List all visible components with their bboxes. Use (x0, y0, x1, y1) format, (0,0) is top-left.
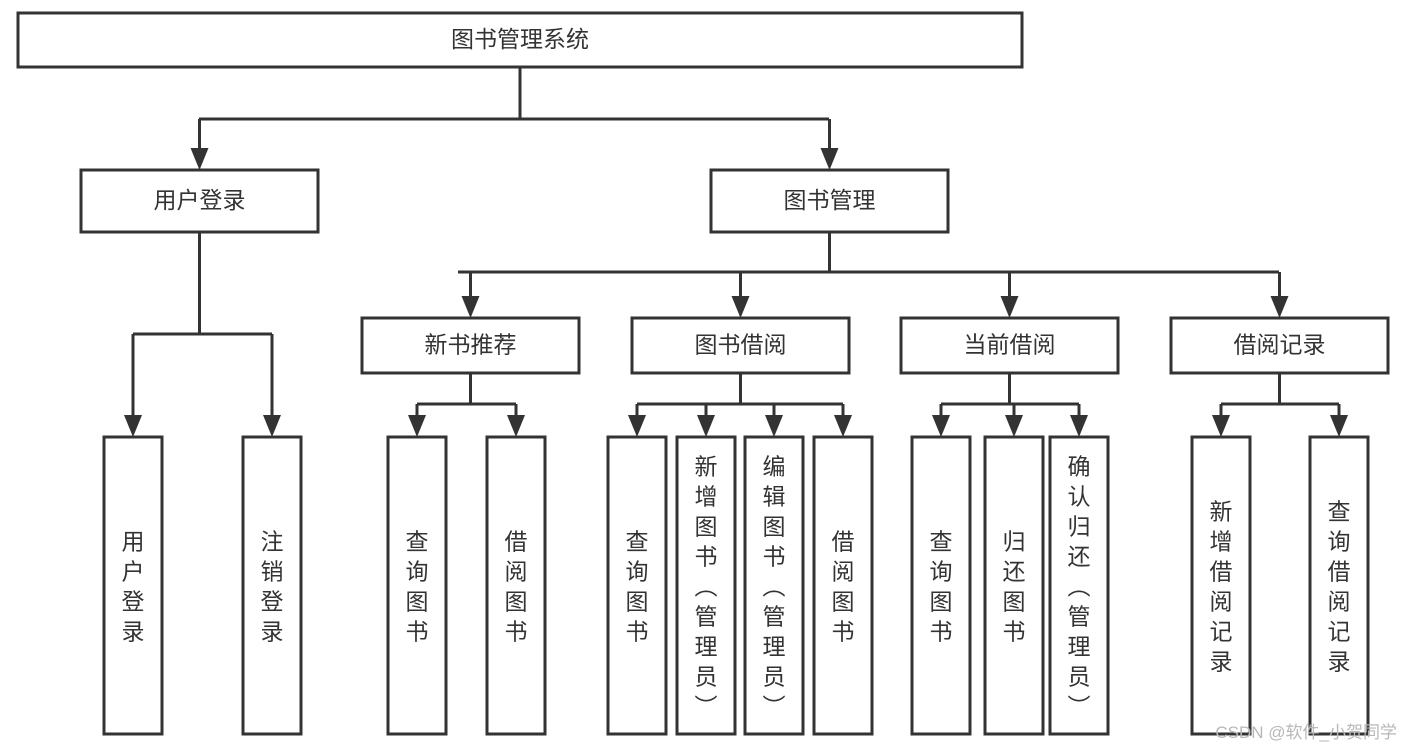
node-new-book-recommend[interactable]: 新书推荐 (360, 316, 581, 375)
node-root[interactable]: 图书管理系统 (16, 11, 1024, 69)
arrow-head (834, 415, 852, 437)
node-leaf-logout-login-box (241, 435, 303, 736)
arrow-head (628, 415, 646, 437)
arrow-head (1005, 415, 1023, 437)
arrow-head (263, 415, 281, 437)
node-current-borrow-label: 当前借阅 (964, 332, 1056, 358)
arrow-head (408, 415, 426, 437)
node-user-login[interactable]: 用户登录 (79, 168, 320, 234)
node-leaf-user-login-box (102, 435, 164, 736)
node-leaf-logout-login[interactable]: 注销登录 (241, 435, 303, 736)
node-leaf-user-login[interactable]: 用户登录 (102, 435, 164, 736)
node-leaf-user-login-label: 用户登录 (122, 529, 145, 645)
node-leaf-query-book-2-box (606, 435, 668, 736)
node-borrow-record-label: 借阅记录 (1234, 332, 1326, 358)
node-book-management-box (709, 168, 950, 234)
node-leaf-edit-book-admin-label: 编辑图书︵管理员︶ (763, 454, 786, 720)
node-leaf-borrow-book-1[interactable]: 借阅图书 (485, 435, 547, 736)
node-leaf-add-book-admin-box (675, 435, 737, 736)
node-leaf-query-borrow-record-label: 查询借阅记录 (1328, 499, 1351, 675)
arrow-head (697, 415, 715, 437)
node-leaf-add-borrow-record-box (1190, 435, 1252, 736)
node-leaf-add-book-admin-label: 新增图书︵管理员︶ (695, 454, 718, 720)
node-leaf-return-book-box (983, 435, 1045, 736)
node-current-borrow-box (899, 316, 1120, 375)
arrow-head (765, 415, 783, 437)
node-book-borrow-label: 图书借阅 (695, 332, 787, 358)
node-leaf-query-book-1-label: 查询图书 (406, 529, 429, 645)
node-leaf-query-book-1-box (386, 435, 448, 736)
arrow-head (1270, 296, 1289, 318)
node-leaf-add-borrow-record[interactable]: 新增借阅记录 (1190, 435, 1252, 736)
node-current-borrow[interactable]: 当前借阅 (899, 316, 1120, 375)
node-leaf-edit-book-admin[interactable]: 编辑图书︵管理员︶ (743, 435, 805, 736)
connector-layer (124, 67, 1348, 437)
node-leaf-query-book-3[interactable]: 查询图书 (910, 435, 972, 736)
arrow-head (1330, 415, 1348, 437)
node-leaf-edit-book-admin-box (743, 435, 805, 736)
node-leaf-query-borrow-record-box (1308, 435, 1370, 736)
arrow-head (1070, 415, 1088, 437)
node-leaf-query-book-2[interactable]: 查询图书 (606, 435, 668, 736)
csdn-watermark: CSDN @软件_小贺同学 (1215, 723, 1397, 742)
node-leaf-return-book[interactable]: 归还图书 (983, 435, 1045, 736)
node-leaf-query-borrow-record[interactable]: 查询借阅记录 (1308, 435, 1370, 736)
node-leaf-query-book-2-label: 查询图书 (626, 529, 649, 645)
arrow-head (731, 296, 750, 318)
node-leaf-return-book-label: 归还图书 (1003, 529, 1026, 645)
node-leaf-logout-login-label: 注销登录 (261, 529, 284, 645)
node-layer: 图书管理系统用户登录图书管理新书推荐图书借阅当前借阅借阅记录用户登录注销登录查询… (16, 11, 1390, 736)
arrow-head (1212, 415, 1230, 437)
arrow-head (507, 415, 525, 437)
node-book-borrow[interactable]: 图书借阅 (630, 316, 851, 375)
arrow-head (820, 148, 839, 170)
node-new-book-recommend-label: 新书推荐 (425, 332, 517, 358)
node-book-borrow-box (630, 316, 851, 375)
node-leaf-confirm-return-admin[interactable]: 确认归还︵管理员︶ (1048, 435, 1110, 736)
node-leaf-query-book-1[interactable]: 查询图书 (386, 435, 448, 736)
arrow-head (190, 148, 209, 170)
node-root-label: 图书管理系统 (451, 26, 589, 52)
node-book-management-label: 图书管理 (784, 187, 876, 213)
node-leaf-query-book-3-box (910, 435, 972, 736)
node-leaf-borrow-book-1-box (485, 435, 547, 736)
node-user-login-label: 用户登录 (154, 187, 246, 213)
arrow-head (1000, 296, 1019, 318)
arrow-head (461, 296, 480, 318)
node-leaf-borrow-book-1-label: 借阅图书 (505, 529, 528, 645)
arrow-head (124, 415, 142, 437)
node-leaf-borrow-book-2-box (812, 435, 874, 736)
node-leaf-add-book-admin[interactable]: 新增图书︵管理员︶ (675, 435, 737, 736)
node-leaf-confirm-return-admin-box (1048, 435, 1110, 736)
node-root-box (16, 11, 1024, 69)
node-borrow-record[interactable]: 借阅记录 (1169, 316, 1390, 375)
node-borrow-record-box (1169, 316, 1390, 375)
node-leaf-borrow-book-2[interactable]: 借阅图书 (812, 435, 874, 736)
node-leaf-borrow-book-2-label: 借阅图书 (832, 529, 855, 645)
node-book-management[interactable]: 图书管理 (709, 168, 950, 234)
node-leaf-query-book-3-label: 查询图书 (930, 529, 953, 645)
node-leaf-add-borrow-record-label: 新增借阅记录 (1210, 499, 1233, 675)
node-leaf-confirm-return-admin-label: 确认归还︵管理员︶ (1068, 454, 1091, 720)
node-new-book-recommend-box (360, 316, 581, 375)
node-user-login-box (79, 168, 320, 234)
arrow-head (932, 415, 950, 437)
